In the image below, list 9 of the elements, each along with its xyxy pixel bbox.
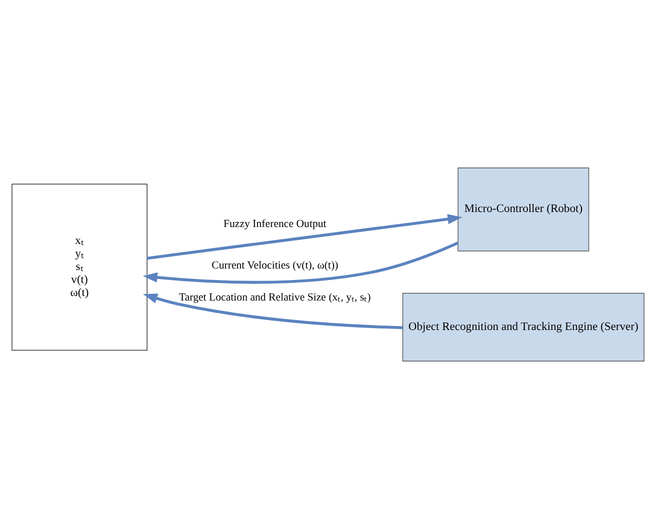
arrow: [142, 293, 403, 329]
node-box: xₜ yₜ sₜ v(t) ω(t): [12, 183, 148, 350]
edge-label: Current Velocities (v(t), ω(t)): [212, 259, 338, 272]
node-box: Object Recognition and Tracking Engine (Server): [402, 292, 644, 361]
arrow: [146, 214, 462, 260]
arrow: [142, 241, 459, 284]
edge-label: Fuzzy Inference Output: [223, 217, 326, 230]
edge-label: Target Location and Relative Size (xₜ, yₜ, sₜ): [179, 290, 371, 303]
node-box: Micro-Controller (Robot): [458, 167, 590, 251]
